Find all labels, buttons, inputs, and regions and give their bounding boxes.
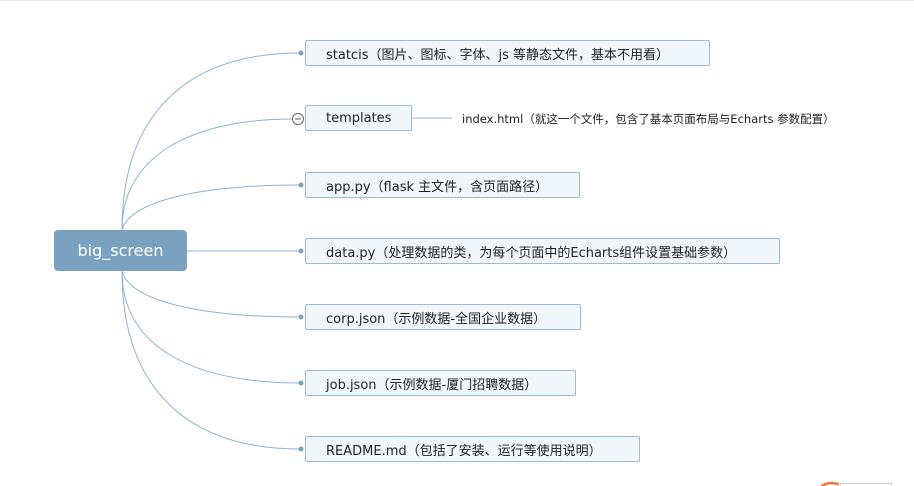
node-label: statcis（图片、图标、字体、js 等静态文件，基本不用看） (326, 47, 669, 63)
connector-dot-statcis (298, 50, 304, 56)
node-data-py[interactable]: data.py（处理数据的类，为每个页面中的Echarts组件设置基础参数） (305, 238, 780, 264)
connector-dot-readme (298, 446, 304, 452)
node-label: corp.json（示例数据-全国企业数据） (326, 311, 547, 327)
link-job (121, 270, 301, 384)
link-statcis (121, 52, 301, 231)
node-label: data.py（处理数据的类，为每个页面中的Echarts组件设置基础参数） (326, 245, 737, 261)
node-corp-json[interactable]: corp.json（示例数据-全国企业数据） (305, 304, 581, 330)
node-index-html[interactable]: index.html（就这一个文件，包含了基本页面布局与Echarts 参数配置… (462, 110, 835, 128)
link-readme (121, 270, 301, 450)
corner-box (840, 483, 892, 486)
link-corp (121, 270, 301, 318)
link-app (121, 184, 301, 231)
node-label: README.md（包括了安装、运行等使用说明） (326, 443, 602, 459)
connector-dot-job (298, 380, 304, 386)
connector-dot-data (298, 248, 304, 254)
node-templates[interactable]: templates (305, 105, 412, 131)
root-label: big_screen (77, 241, 164, 260)
node-statcis[interactable]: statcis（图片、图标、字体、js 等静态文件，基本不用看） (305, 40, 710, 66)
link-templates (121, 118, 293, 231)
node-label: templates (326, 110, 392, 126)
collapse-toggle-icon[interactable] (292, 113, 304, 125)
root-node[interactable]: big_screen (54, 230, 187, 271)
connector-dot-corp (298, 314, 304, 320)
node-label: index.html（就这一个文件，包含了基本页面布局与Echarts 参数配置… (462, 112, 835, 126)
node-job-json[interactable]: job.json（示例数据-厦门招聘数据） (305, 370, 576, 396)
connector-dot-app (298, 182, 304, 188)
node-app-py[interactable]: app.py（flask 主文件，含页面路径） (305, 172, 580, 198)
node-label: app.py（flask 主文件，含页面路径） (326, 179, 549, 195)
node-readme-md[interactable]: README.md（包括了安装、运行等使用说明） (305, 436, 640, 462)
node-label: job.json（示例数据-厦门招聘数据） (326, 377, 538, 393)
orange-swoosh-icon (820, 481, 840, 486)
